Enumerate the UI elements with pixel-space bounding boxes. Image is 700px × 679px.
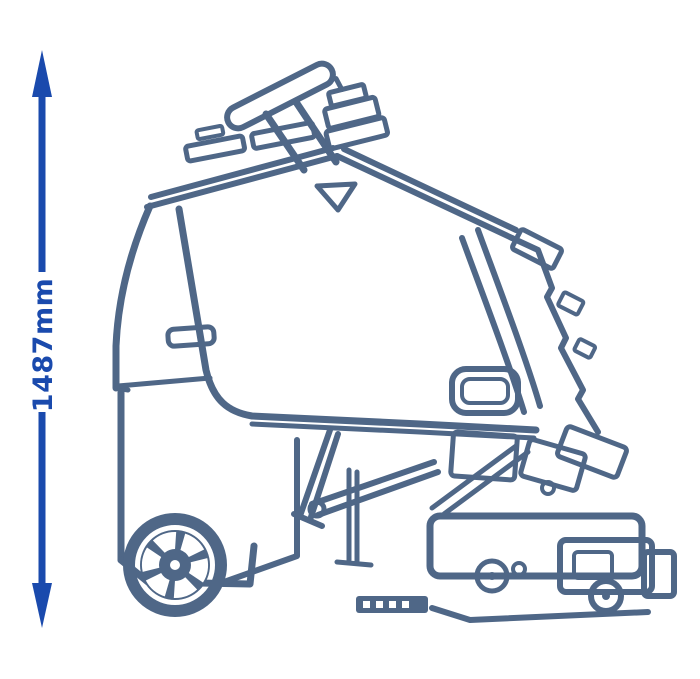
linkage-mechanism bbox=[429, 424, 629, 517]
triangle-mark bbox=[314, 181, 358, 213]
dimension-value: 1487mm bbox=[28, 278, 59, 412]
dimension-line-upper bbox=[38, 92, 46, 272]
rear-edge bbox=[509, 227, 601, 435]
machine-drawing bbox=[112, 60, 677, 623]
skirt-bar bbox=[356, 596, 428, 613]
rear-caster-wheel bbox=[588, 578, 624, 614]
hopper-body bbox=[112, 202, 543, 588]
arrow-up-icon bbox=[32, 50, 52, 97]
support-struts bbox=[291, 427, 441, 568]
arrow-down-icon bbox=[32, 583, 52, 628]
body-top-edges bbox=[144, 145, 519, 241]
roof-panels bbox=[183, 120, 317, 164]
front-wheel bbox=[123, 513, 227, 617]
handle-recess bbox=[449, 366, 521, 416]
dimension-line-lower bbox=[38, 412, 46, 590]
control-console bbox=[322, 76, 390, 152]
height-dimension: 1487mm bbox=[28, 50, 59, 628]
brush-deck bbox=[356, 512, 677, 623]
